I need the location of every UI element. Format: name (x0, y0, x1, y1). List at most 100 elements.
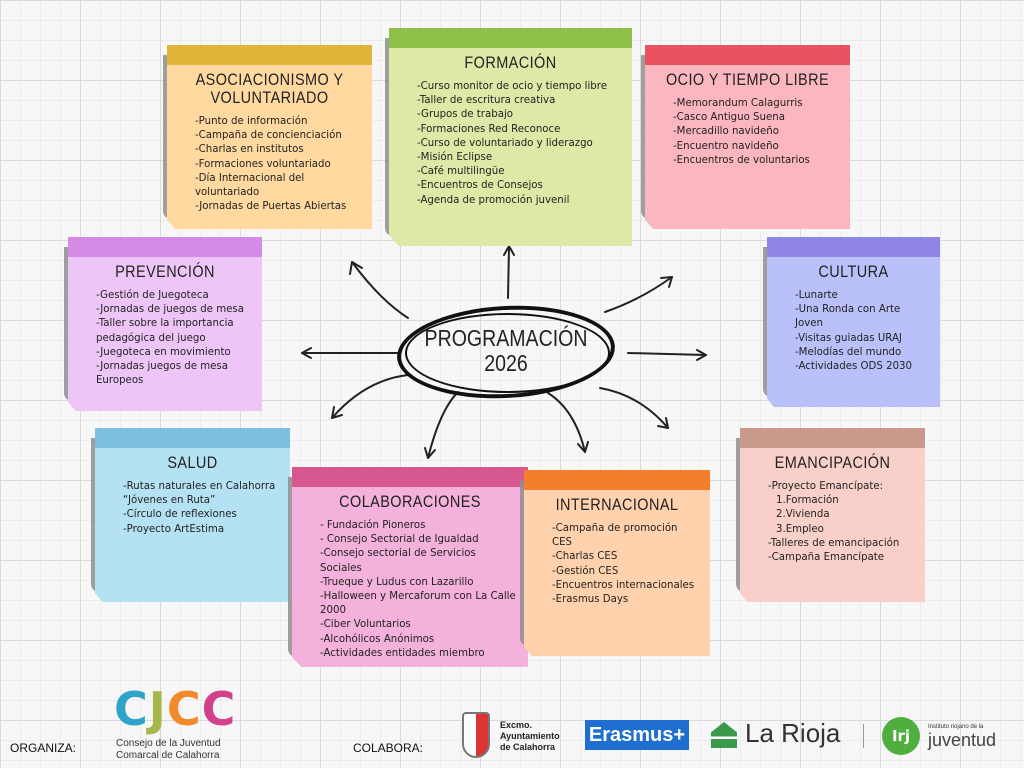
list-item: -Actividades ODS 2030 (795, 361, 913, 373)
list-item: -Halloween y Mercaforum con La Calle 200… (320, 591, 516, 617)
arrow-cultura (627, 349, 707, 361)
irj-logo: Irj (882, 717, 920, 755)
note-list: -Campaña de promoción CES-Charlas CES-Ge… (524, 514, 710, 607)
note-asociacionismo: ASOCIACIONISMO Y VOLUNTARIADO-Punto de i… (163, 45, 372, 229)
cjcc-logo-letter: J (148, 682, 167, 736)
list-item: -Círculo de reflexiones (123, 509, 237, 521)
organiza-label: ORGANIZA: (10, 741, 77, 755)
note-cultura: CULTURA -Lunarte -Una Ronda con Arte Joven… (763, 237, 940, 407)
note-tape (767, 237, 940, 257)
note-title: SALUD (167, 453, 218, 472)
note-body: INTERNACIONAL-Campaña de promoción CES-C… (524, 470, 710, 656)
list-item: -Lunarte (795, 290, 838, 301)
note-title: INTERNACIONAL (555, 495, 679, 514)
arrow-ocio (604, 276, 673, 313)
list-item: - Fundación Pioneros (320, 520, 426, 531)
list-item: -Proyecto Emancípate: (768, 481, 884, 492)
list-item: -Mercadillo navideño (673, 126, 779, 138)
list-item: -Campaña de promoción CES (552, 523, 678, 549)
list-item: -Erasmus Days (552, 594, 629, 606)
note-formacion: FORMACIÓN-Curso monitor de ocio y tiempo… (385, 28, 632, 246)
note-tape (95, 428, 290, 448)
title-ellipse-inner (405, 313, 610, 393)
list-item: -Taller sobre la importancia pedagógica … (96, 318, 234, 344)
note-title: CULTURA (818, 262, 889, 281)
note-tape (167, 45, 372, 65)
note-tape (524, 470, 710, 490)
note-title: FORMACIÓN (464, 53, 557, 72)
note-body: CULTURA -Lunarte -Una Ronda con Arte Joven… (767, 237, 940, 407)
note-title: PREVENCIÓN (115, 262, 215, 281)
arrow-prevencion (301, 347, 399, 359)
list-item: -Consejo sectorial de Servicios Sociales (320, 548, 476, 574)
list-item: -Juegoteca en movimiento (96, 346, 231, 358)
cjcc-logo-letter: C (201, 682, 237, 736)
list-item: -Gestión de Juegoteca (96, 290, 209, 301)
list-item: -Alcohólicos Anónimos (320, 633, 435, 645)
list-item: -Una Ronda con Arte Joven (795, 304, 901, 330)
note-list: - Fundación Pioneros- Consejo Sectorial … (292, 511, 528, 661)
list-item: -Campaña Emancípate (768, 552, 885, 564)
list-item: -Encuentros de Consejos (417, 180, 543, 192)
note-salud: SALUD-Rutas naturales en Calahorra “Jóve… (91, 428, 290, 602)
note-title: OCIO Y TIEMPO LIBRE (665, 70, 830, 89)
list-item: -Visitas guiadas URAJ (795, 332, 902, 344)
list-item: -Actividades entidades miembro (320, 647, 485, 659)
cjcc-logo: CJCC (114, 684, 236, 734)
colabora-label: COLABORA: (353, 741, 424, 755)
list-item: 3.Empleo (776, 523, 824, 535)
list-item: 1.Formación (776, 495, 839, 507)
arrow-colaboraciones (424, 391, 459, 459)
list-item: -Agenda de promoción juvenil (417, 194, 570, 206)
list-item: -Casco Antiguo Suena (673, 112, 785, 124)
list-item: -Jornadas juegos de mesa Europeos (96, 361, 228, 387)
list-item: -Melodías del mundo (795, 346, 902, 358)
separator (863, 724, 864, 748)
list-item: -Curso de voluntariado y liderazgo (417, 137, 593, 149)
list-item: -Campaña de concienciación (195, 130, 342, 142)
note-list: -Proyecto Emancípate: 1.Formación 2.Vivi… (740, 472, 925, 565)
note-title: COLABORACIONES (339, 492, 481, 511)
list-item: -Memorandum Calagurris (673, 98, 803, 109)
list-item: -Punto de información (195, 116, 308, 127)
note-list: -Punto de información -Campaña de concien… (167, 107, 372, 214)
erasmus-logo: Erasmus+ (585, 720, 689, 750)
note-tape (292, 467, 528, 487)
list-item: -Jornadas de Puertas Abiertas (195, 201, 347, 213)
list-item: -Talleres de emancipación (768, 537, 900, 549)
note-list: -Lunarte -Una Ronda con Arte Joven -Visita… (767, 281, 940, 374)
list-item: -Encuentros de voluntarios (673, 154, 810, 166)
list-item: -Gestión CES (552, 565, 619, 577)
arrow-formacion (503, 245, 515, 299)
note-title: EMANCIPACIÓN (774, 453, 891, 472)
arrow-asociacionismo (349, 261, 409, 319)
list-item: -Jornadas de juegos de mesa (96, 304, 244, 316)
note-body: EMANCIPACIÓN-Proyecto Emancípate: 1.Form… (740, 428, 925, 602)
list-item: -Taller de escritura creativa (417, 95, 556, 107)
list-item: -Formaciones Red Reconoce (417, 123, 561, 135)
list-item: -Grupos de trabajo (417, 109, 514, 121)
note-colaboraciones: COLABORACIONES- Fundación Pioneros- Cons… (288, 467, 528, 667)
note-prevencion: PREVENCIÓN -Gestión de Juegoteca -Jornadas… (64, 237, 262, 411)
list-item: -Proyecto ArtEstima (123, 523, 225, 535)
list-item: -Trueque y Ludus con Lazarillo (320, 576, 474, 588)
note-tape (740, 428, 925, 448)
note-body: PREVENCIÓN -Gestión de Juegoteca -Jornadas… (68, 237, 262, 411)
note-body: FORMACIÓN-Curso monitor de ocio y tiempo… (389, 28, 632, 246)
note-tape (645, 45, 850, 65)
la-rioja-logo: La Rioja (745, 718, 841, 748)
note-body: ASOCIACIONISMO Y VOLUNTARIADO-Punto de i… (167, 45, 372, 229)
note-list: -Curso monitor de ocio y tiempo libre -Ta… (389, 72, 632, 208)
cjcc-logo-letter: C (114, 682, 149, 736)
note-list: -Gestión de Juegoteca -Jornadas de juegos… (68, 281, 262, 388)
list-item: -Curso monitor de ocio y tiempo libre (417, 81, 608, 92)
arrow-internacional (547, 392, 589, 453)
arrow-salud (331, 374, 409, 419)
list-item: -Café multilingüe (417, 166, 505, 178)
note-internacional: INTERNACIONAL-Campaña de promoción CES-C… (520, 470, 710, 656)
